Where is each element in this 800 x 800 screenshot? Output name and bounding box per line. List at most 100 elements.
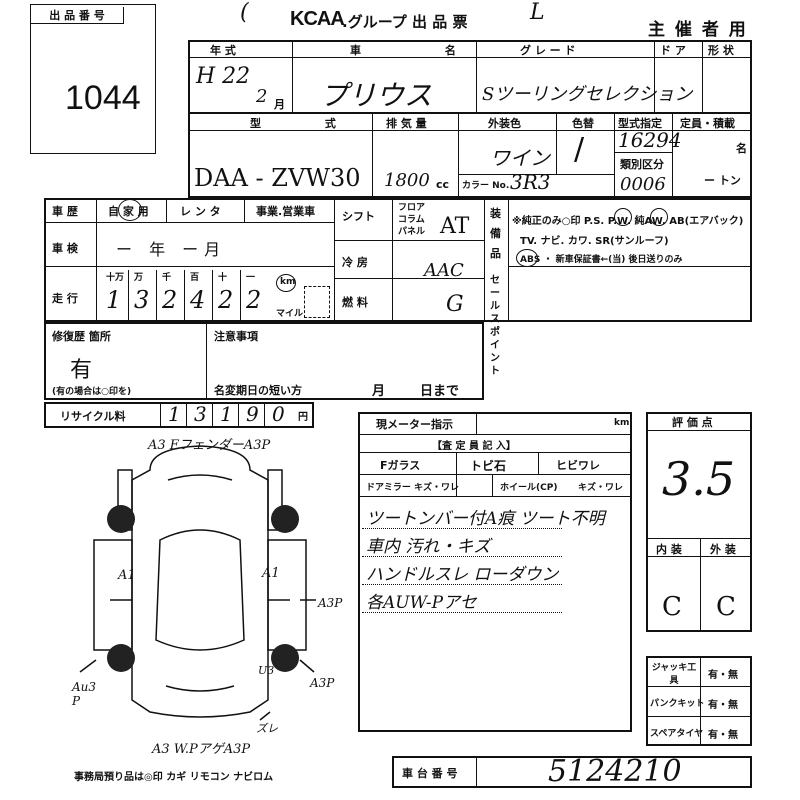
inspector-header: 【査 定 員 記 入】 [432,441,516,452]
note-rule [362,528,562,529]
wheel-label: ホイール(CP) [500,483,558,493]
diagram-note-right-low: A3P [310,676,335,690]
mileage-digit-label: 万 [134,273,144,283]
shift-option: パネル [398,227,426,237]
recycle-separator [186,402,187,428]
diagram-note-right-mid: A3P [318,596,343,610]
name-change-day: 日まで [420,384,460,399]
mileage-separator [212,270,213,322]
diagram-note-left-a1: A1 [118,568,136,583]
month-value: 2 [256,86,268,107]
deposit-note: 事務局預り品は◎印 カギ リモコン ナビロム [74,772,274,783]
shift-option: コラム [398,215,425,225]
recycle-label: リサイクル料 [60,410,126,423]
mileage-separator [240,270,241,322]
ext-color-label: 外装色 [488,117,521,130]
mileage-separator [156,270,157,322]
sales-point-label: セールスポイント [490,275,500,377]
header-handmark-2: L [530,0,545,25]
door-label: ド ア [660,44,686,57]
model-label: 型 式 [250,117,366,130]
exterior-label: 外 装 [710,543,736,556]
fuel-label: 燃 料 [342,296,368,309]
class-div-value: 0006 [620,174,666,195]
spare-yes-no: 有・無 [708,730,738,741]
equipment-line-3: ABS ・ 新車保証書←(当) 後日送りのみ [520,255,683,265]
recycle-digit: 9 [246,402,259,426]
chassis-table [392,756,752,788]
jack-yes-no: 有・無 [708,670,738,681]
mileage-digit-label: 百 [190,273,200,283]
name-label: 車 名 [350,44,496,57]
meter-label: 現メーター指示 [376,418,453,431]
equipment-line-2: TV. ナビ. カワ. SR(サンルーフ) [520,236,669,247]
car-name-value: プリウス [320,79,433,112]
history-rental: レ ン タ [180,205,221,218]
form-title: .グループ 出 品 票 [342,13,468,31]
aw-circle [614,208,632,226]
shift-option: フロア [398,203,426,213]
crack-label: ヒビワレ [556,459,600,472]
header-handmark: ( [240,0,249,25]
type-designation-value: 16294 [618,128,682,152]
recycle-digit: 0 [272,402,285,426]
color-change-slash: / [574,132,585,167]
mirror-label: ドアミラー キズ・ワレ [366,483,459,493]
note-rule [362,556,562,557]
lot-number-box: 出 品 番 号 1044 [30,4,156,154]
history-label: 車 歴 [52,205,78,218]
mileage-digit-label: 十 [218,273,228,283]
mileage-digit-label: 十万 [106,273,125,283]
inspector-note: ツートンバー付A痕 ツート不明 [366,509,605,529]
wheel-status: キズ・ワレ [578,483,624,493]
tools-table [646,656,752,746]
shift-value: AT [440,214,470,239]
repair-note: (有の場合は○印を) [52,387,132,397]
grade-label: グ レ ー ド [520,44,576,57]
class-div-label: 類別区分 [620,158,664,171]
recycle-separator [160,402,161,428]
recycle-unit: 円 [298,412,308,423]
mileage-digit: 4 [190,286,206,314]
color-code-value: 3R3 [510,170,551,194]
interior-value: C [662,592,682,622]
rating-score: 3.5 [662,452,736,506]
model-value: DAA - ZVW30 [194,164,361,192]
shift-label: シフト [342,210,375,223]
f-glass-label: Fガラス [380,459,421,472]
diagram-note-right-a1: A1 [262,566,280,581]
mileage-digit: 3 [134,286,150,314]
chassis-label: 車 台 番 号 [402,767,458,780]
organizer-label: 主 催 者 用 [648,20,748,40]
mileage-digit: 2 [246,286,262,314]
mileage-label: 走 行 [52,292,78,305]
lot-number-label: 出 品 番 号 [31,7,124,24]
repair-label: 修復歴 箇所 [52,330,111,343]
exterior-value: C [716,592,736,622]
inspector-note: 車内 汚れ・キズ [366,537,491,557]
mileage-separator [184,270,185,322]
mileage-digit: 2 [162,286,178,314]
recycle-digit: 1 [220,402,233,426]
repair-table [44,322,484,400]
history-business: 事業.営業車 [256,205,316,218]
caution-label: 注意事項 [214,330,258,343]
grade-value: Sツーリングセレクション [482,84,693,105]
puncture-label: パンクキット [650,699,705,709]
mileage-digit-label: 千 [162,273,172,283]
mileage-digit-label: 一 [246,273,256,283]
mile-box [304,286,330,318]
mileage-digit: 1 [106,286,122,314]
diagram-note-left-low: Au3 P [72,680,97,708]
rating-label: 評 価 点 [672,416,713,429]
diagram-note-bottom: A3 W.PアゲA3P [152,742,251,757]
year-value: H 22 [196,64,251,89]
color-no-label: カラー No. [462,181,510,191]
spare-label: スペアタイヤ [650,729,704,739]
inspector-note: ハンドルスレ ローダウン [366,565,559,585]
diagram-note-top: A3 FフェンダーA3P [148,438,271,453]
abs-circle [516,249,538,267]
recycle-separator [264,402,265,428]
recycle-digit: 3 [194,402,207,426]
mileage-separator [128,270,129,322]
